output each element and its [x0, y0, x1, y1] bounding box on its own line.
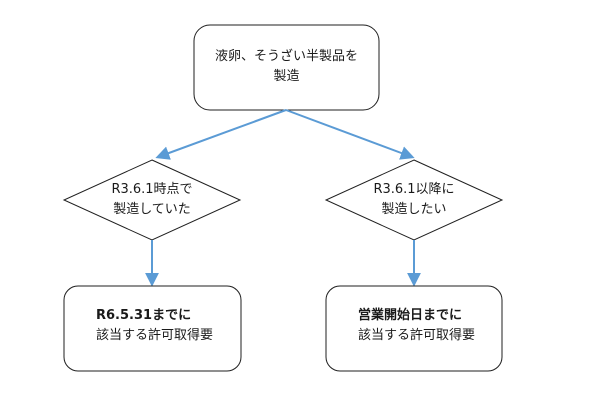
decision-right-text: R3.6.1以降に 製造したい	[344, 180, 484, 220]
decision-left-text: R3.6.1時点で 製造していた	[82, 180, 222, 220]
result-right-node	[325, 285, 503, 372]
connector-start-to-left	[155, 109, 287, 160]
decision-right-line2: 製造したい	[381, 202, 447, 217]
result-left-text: R6.5.31までに 該当する許可取得要	[96, 306, 213, 346]
result-left-line1: R6.5.31までに	[96, 308, 192, 323]
decision-left-line1: R3.6.1時点で	[111, 182, 193, 197]
decision-left-line2: 製造していた	[113, 202, 191, 217]
connector-start-to-right	[285, 109, 415, 160]
result-left-line2: 該当する許可取得要	[96, 328, 214, 343]
start-node-line1: 液卵、そうざい半製品を	[214, 49, 358, 64]
result-right-text: 営業開始日までに 該当する許可取得要	[358, 306, 475, 346]
result-right-line2: 該当する許可取得要	[358, 328, 476, 343]
start-node-text: 液卵、そうざい半製品を 製造	[194, 47, 379, 87]
result-right-line1: 営業開始日までに	[358, 308, 463, 323]
decision-right-line1: R3.6.1以降に	[373, 182, 455, 197]
result-left-node	[63, 285, 242, 372]
start-node-line2: 製造	[273, 69, 300, 84]
